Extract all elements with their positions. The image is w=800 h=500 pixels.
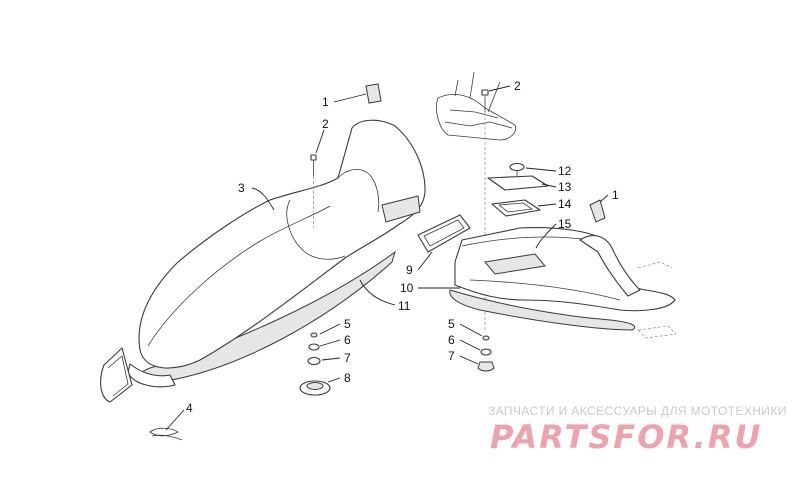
callout-4: 4 [186, 401, 193, 415]
hood-vent-opening [381, 195, 421, 223]
callout-7-left: 7 [344, 351, 351, 365]
callout-5-right: 5 [448, 317, 455, 331]
ghost-rear-bar [637, 325, 677, 339]
gasket [491, 199, 541, 217]
callout-11: 11 [398, 299, 411, 313]
callout-2-right: 2 [514, 79, 521, 93]
bolt-right [481, 89, 489, 112]
cap [509, 162, 525, 176]
grommet-right [589, 199, 606, 223]
ghost-rear-bracket [637, 261, 673, 269]
belly-pan [454, 227, 676, 312]
callout-6-left: 6 [344, 333, 351, 347]
pan-side-wall [579, 235, 641, 297]
frame-section [436, 71, 517, 141]
right-assembly [417, 71, 677, 372]
left-assembly [100, 83, 426, 441]
hair-pin-clip [149, 427, 183, 441]
vent-frame [417, 214, 471, 253]
leader-lines [165, 85, 609, 431]
hood-neck-line [337, 169, 380, 213]
hood-body [138, 119, 426, 369]
hood-inner-curve [286, 199, 346, 260]
callout-14: 14 [558, 197, 572, 211]
washer-stack-left [299, 332, 331, 396]
callout-10: 10 [400, 281, 414, 295]
hood-ridge [147, 205, 331, 347]
callout-5-left: 5 [344, 317, 351, 331]
headlight-lens [100, 347, 133, 403]
callout-2-left: 2 [322, 117, 329, 131]
callout-1-left: 1 [322, 95, 329, 109]
pan-recess [484, 253, 546, 275]
callout-9: 9 [406, 263, 413, 277]
callout-7-right: 7 [448, 349, 455, 363]
callout-13: 13 [558, 180, 572, 194]
callout-3: 3 [238, 181, 245, 195]
callout-8: 8 [344, 371, 351, 385]
watermark-tagline: ЗАПЧАСТИ И АКСЕССУАРЫ ДЛЯ МОТОТЕХНИКИ [488, 404, 787, 418]
callout-6-right: 6 [448, 333, 455, 347]
callout-1-right: 1 [612, 188, 619, 202]
washer-stack-right [477, 335, 495, 372]
bracket-plate [487, 175, 549, 191]
nose-piece [127, 363, 176, 388]
callout-labels: 1 2 3 4 5 6 7 8 2 12 13 14 15 1 9 10 11 … [186, 79, 619, 415]
grommet-left [365, 83, 382, 104]
callout-15: 15 [558, 217, 572, 231]
pan-bottom-skid [449, 289, 636, 331]
callout-12: 12 [558, 164, 572, 178]
watermark-brand-logo: PARTSFOR.RU [490, 418, 763, 456]
bolt-left [310, 154, 317, 176]
